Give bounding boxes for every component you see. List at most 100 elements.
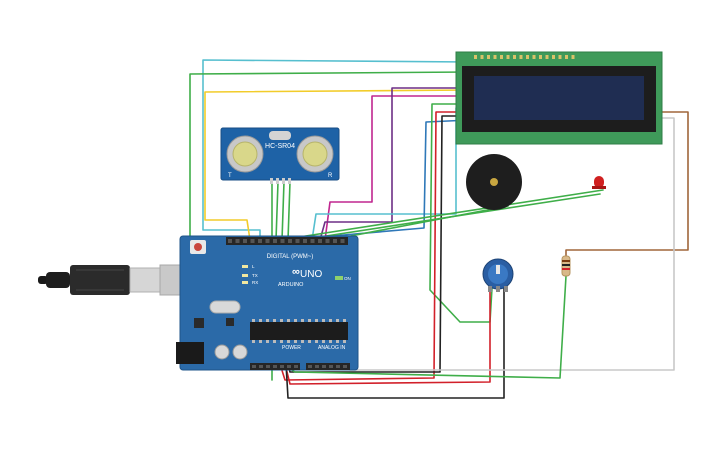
lcd-display[interactable]: [455, 51, 663, 145]
chip-pin-top-6[interactable]: [294, 319, 297, 322]
wire-blue-lcd[interactable]: [331, 119, 471, 237]
power-pin-5v[interactable]: [273, 365, 277, 368]
chip-pin-top-1[interactable]: [259, 319, 262, 322]
chip-pin-top-0[interactable]: [252, 319, 255, 322]
chip-pin-top-8[interactable]: [308, 319, 311, 322]
lcd-pin-2[interactable]: [487, 55, 490, 59]
digital-pin-2[interactable]: [325, 239, 330, 243]
lcd-pin-12[interactable]: [552, 55, 555, 59]
lcd-pin-8[interactable]: [526, 55, 529, 59]
digital-pin-6[interactable]: [295, 239, 300, 243]
wire-red-5v[interactable]: [279, 111, 471, 381]
chip-pin-top-4[interactable]: [280, 319, 283, 322]
digital-pin-10[interactable]: [265, 239, 270, 243]
chip-pin-top-7[interactable]: [301, 319, 304, 322]
digital-pin-rx0[interactable]: [340, 239, 345, 243]
lcd-pin-7[interactable]: [519, 55, 523, 59]
sensor-pin-trig[interactable]: [276, 178, 279, 184]
wire-green-buzzer[interactable]: [339, 205, 509, 239]
lcd-pin-1[interactable]: [480, 55, 484, 59]
reset-button[interactable]: [194, 243, 202, 251]
digital-pin-4[interactable]: [310, 239, 315, 243]
digital-pin-9[interactable]: [273, 239, 277, 243]
power-pin-vin[interactable]: [294, 365, 298, 368]
digital-pin-13[interactable]: [243, 239, 247, 243]
digital-pin-11[interactable]: [258, 239, 262, 243]
piezo-buzzer[interactable]: [466, 154, 522, 210]
digital-pin-tx1[interactable]: [333, 239, 337, 243]
chip-pin-bottom-0[interactable]: [252, 340, 255, 343]
lcd-pin-6[interactable]: [513, 55, 516, 59]
chip-pin-bottom-12[interactable]: [336, 340, 339, 343]
chip-pin-bottom-6[interactable]: [294, 340, 297, 343]
digital-pin-5[interactable]: [303, 239, 307, 243]
wire-sensor-gnd[interactable]: [287, 181, 291, 241]
lcd-pin-14[interactable]: [565, 55, 568, 59]
chip-pin-bottom-4[interactable]: [280, 340, 283, 343]
digital-pin-gnd[interactable]: [235, 239, 240, 243]
analog-pin-a5[interactable]: [343, 365, 347, 368]
chip-pin-bottom-13[interactable]: [343, 340, 346, 343]
chip-pin-bottom-7[interactable]: [301, 340, 304, 343]
power-pin-reset[interactable]: [259, 365, 263, 368]
analog-pin-a1[interactable]: [315, 365, 319, 368]
chip-pin-bottom-8[interactable]: [308, 340, 311, 343]
chip-pin-top-2[interactable]: [266, 319, 269, 322]
wire-teal-lcd[interactable]: [202, 59, 471, 241]
chip-pin-top-12[interactable]: [336, 319, 339, 322]
digital-pin-3[interactable]: [318, 239, 322, 243]
lcd-pin-11[interactable]: [545, 55, 549, 59]
chip-pin-bottom-2[interactable]: [266, 340, 269, 343]
chip-pin-top-13[interactable]: [343, 319, 346, 322]
wire-sensor-echo[interactable]: [281, 181, 285, 241]
digital-pin-8[interactable]: [280, 239, 285, 243]
wire-green-led[interactable]: [279, 189, 604, 241]
power-pin-ioref[interactable]: [252, 365, 256, 368]
sensor-pin-gnd[interactable]: [288, 178, 291, 184]
digital-pin-7[interactable]: [288, 239, 292, 243]
digital-pin-12[interactable]: [250, 239, 255, 243]
lcd-pin-3[interactable]: [493, 55, 497, 59]
analog-pin-a0[interactable]: [308, 365, 312, 368]
wire-magenta-lcd[interactable]: [324, 95, 471, 241]
chip-pin-top-9[interactable]: [315, 319, 318, 322]
chip-pin-bottom-9[interactable]: [315, 340, 318, 343]
digital-pin-aref[interactable]: [228, 239, 232, 243]
chip-pin-bottom-10[interactable]: [322, 340, 325, 343]
sensor-pin-echo[interactable]: [282, 178, 285, 184]
usb-cable[interactable]: [38, 264, 209, 296]
power-pin-gnd[interactable]: [287, 365, 291, 368]
resistor[interactable]: [561, 255, 571, 277]
chip-pin-top-10[interactable]: [322, 319, 325, 322]
wire-brown-backlight[interactable]: [565, 111, 689, 259]
analog-pin-a3[interactable]: [329, 365, 333, 368]
wire-black-pot[interactable]: [285, 287, 505, 399]
analog-pin-a4[interactable]: [336, 365, 340, 368]
wire-red-pot[interactable]: [284, 287, 491, 385]
arduino-uno-board[interactable]: DIGITAL (PWM~) L TX RX ∞ UNO ARDUINO ON …: [176, 235, 359, 371]
power-pin-gnd[interactable]: [280, 365, 284, 368]
wire-gray-gnd[interactable]: [349, 117, 675, 371]
power-pin-33v[interactable]: [266, 365, 270, 368]
chip-pin-bottom-1[interactable]: [259, 340, 262, 343]
chip-pin-bottom-11[interactable]: [329, 340, 332, 343]
chip-pin-bottom-5[interactable]: [287, 340, 290, 343]
lcd-pin-13[interactable]: [558, 55, 562, 59]
lcd-pin-10[interactable]: [539, 55, 542, 59]
chip-pin-top-5[interactable]: [287, 319, 290, 322]
lcd-pin-9[interactable]: [532, 55, 536, 59]
chip-pin-bottom-3[interactable]: [273, 340, 276, 343]
chip-pin-top-11[interactable]: [329, 319, 332, 322]
lcd-pin-5[interactable]: [506, 55, 510, 59]
red-led[interactable]: [592, 176, 606, 189]
lcd-pin-4[interactable]: [500, 55, 503, 59]
lcd-pin-0[interactable]: [474, 55, 477, 59]
ultrasonic-sensor[interactable]: HC-SR04 T R: [220, 127, 340, 184]
sensor-pin-vcc[interactable]: [270, 178, 273, 184]
wire-yellow-lcd[interactable]: [204, 89, 471, 241]
wire-sensor-trig[interactable]: [275, 181, 279, 241]
potentiometer[interactable]: [482, 258, 514, 292]
analog-pin-a2[interactable]: [322, 365, 326, 368]
chip-pin-top-3[interactable]: [273, 319, 276, 322]
